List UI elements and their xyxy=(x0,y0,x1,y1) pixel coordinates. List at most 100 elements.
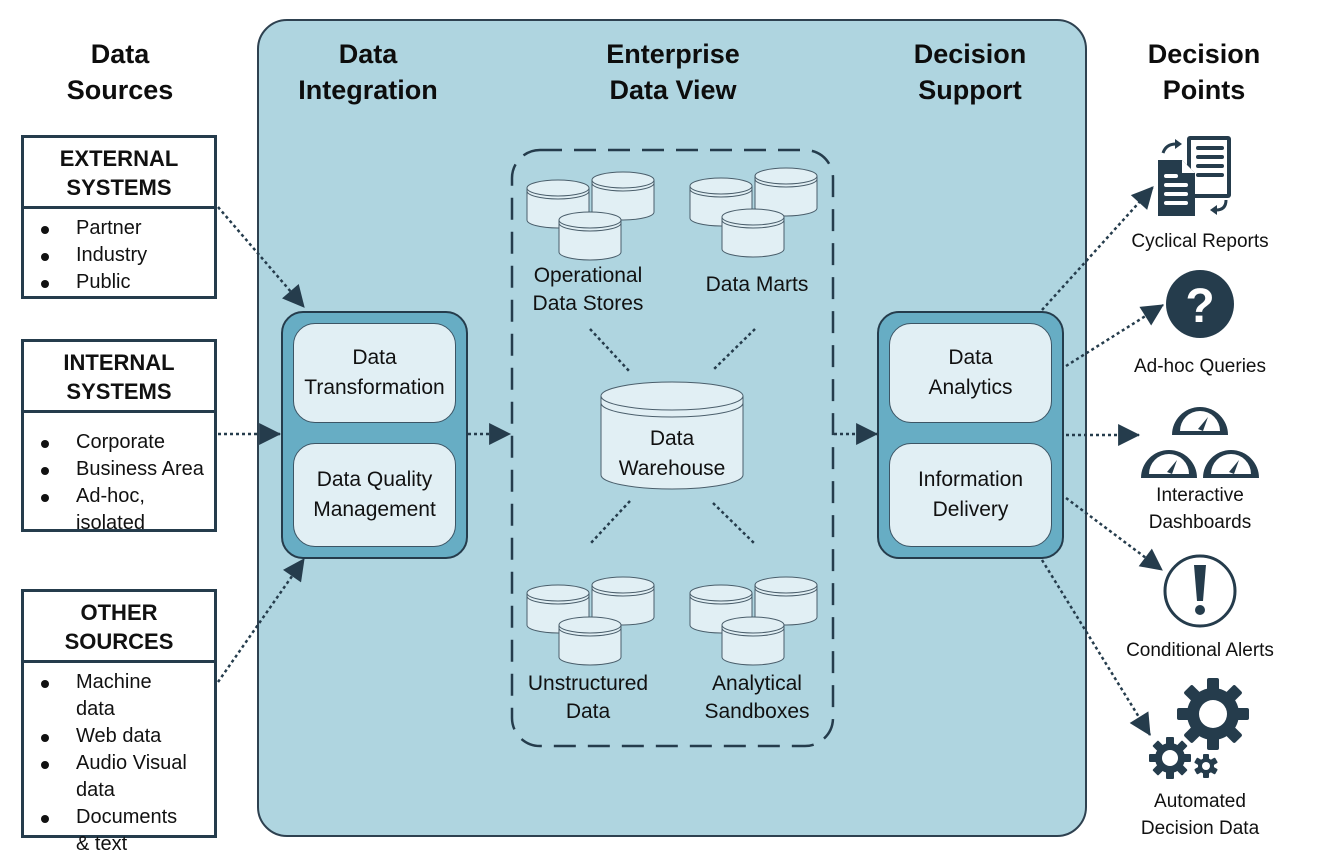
unstructured-data-cylinders xyxy=(526,576,655,666)
label-automated-decision-data: Automated Decision Data xyxy=(1110,788,1290,842)
decision-support-block: Data Analytics Information Delivery xyxy=(877,311,1064,559)
label-adhoc-queries: Ad-hoc Queries xyxy=(1110,353,1290,380)
title-line: Sources xyxy=(66,75,174,105)
block-line: Transformation xyxy=(304,376,445,399)
list-item: Audio Visual data xyxy=(24,750,194,804)
header-line: SYSTEMS xyxy=(66,379,172,404)
source-box-header: OTHER SOURCES xyxy=(24,592,214,663)
arrow-other-to-integration xyxy=(216,558,306,683)
label-line: Dashboards xyxy=(1148,512,1252,533)
block-line: Delivery xyxy=(932,498,1009,521)
label-line: Automated xyxy=(1154,791,1246,812)
block-line: Data Quality xyxy=(316,468,433,491)
svg-text:?: ? xyxy=(1185,280,1214,333)
arrow-to-alerts xyxy=(1065,497,1163,571)
label-line: Data Marts xyxy=(705,273,809,296)
dashboard-gauges-icon xyxy=(1141,407,1259,478)
block-line: Information xyxy=(917,468,1024,491)
label-interactive-dashboards: Interactive Dashboards xyxy=(1110,482,1290,536)
header-line: INTERNAL xyxy=(63,350,175,375)
cyclical-reports-icon xyxy=(1158,136,1231,216)
data-analytics-block: Data Analytics xyxy=(889,323,1052,423)
title-line: Support xyxy=(918,75,1022,105)
header-line: EXTERNAL xyxy=(59,146,179,171)
list-item: Web data xyxy=(24,723,194,750)
label-line: Sandboxes xyxy=(704,700,810,723)
title-line: Decision xyxy=(1147,39,1261,69)
label-data-warehouse: Data Warehouse xyxy=(601,424,743,484)
column-title-data-sources: Data Sources xyxy=(40,36,200,108)
data-quality-management-block: Data Quality Management xyxy=(293,443,456,547)
source-list: Corporate Business Area Ad-hoc, isolated xyxy=(24,413,214,543)
source-box-external-systems: EXTERNAL SYSTEMS Partner Industry Public xyxy=(21,135,217,299)
label-line: Conditional Alerts xyxy=(1126,640,1274,661)
header-line: SYSTEMS xyxy=(66,175,172,200)
enterprise-view-dashed-box xyxy=(510,148,835,748)
block-line: Analytics xyxy=(928,376,1013,399)
label-line: Interactive xyxy=(1156,485,1244,506)
data-warehouse-cylinder xyxy=(600,381,744,490)
label-line: Ad-hoc Queries xyxy=(1133,356,1266,377)
title-line: Data xyxy=(338,39,398,69)
title-line: Integration xyxy=(298,75,438,105)
arrow-to-cyclical-reports xyxy=(1041,186,1154,311)
list-item: Documents & text xyxy=(24,804,194,858)
title-line: Data xyxy=(90,39,150,69)
label-data-marts: Data Marts xyxy=(690,271,824,299)
list-item: Corporate xyxy=(24,429,214,456)
source-box-other-sources: OTHER SOURCES Machine data Web data Audi… xyxy=(21,589,217,855)
arrow-external-to-integration xyxy=(217,206,305,308)
block-line: Data xyxy=(948,346,993,369)
data-integration-block: Data Transformation Data Quality Managem… xyxy=(281,311,468,559)
label-conditional-alerts: Conditional Alerts xyxy=(1110,637,1290,664)
label-line: Analytical xyxy=(712,672,802,695)
label-line: Warehouse xyxy=(618,457,726,480)
label-line: Decision Data xyxy=(1140,818,1260,839)
label-analytical-sandboxes: Analytical Sandboxes xyxy=(690,670,824,726)
title-line: Data View xyxy=(609,75,737,105)
data-marts-cylinders xyxy=(689,167,818,258)
arrow-to-automated xyxy=(1040,559,1152,736)
list-item: Partner xyxy=(24,215,214,242)
column-title-data-integration: Data Integration xyxy=(288,36,448,108)
column-title-enterprise-data-view: Enterprise Data View xyxy=(583,36,763,108)
header-line: SOURCES xyxy=(64,629,174,654)
list-item: Business Area xyxy=(24,456,214,483)
header-line: OTHER xyxy=(80,600,158,625)
arrow-to-adhoc-queries xyxy=(1065,303,1164,368)
operational-data-stores-cylinders xyxy=(526,171,655,261)
label-line: Unstructured xyxy=(527,672,649,695)
source-box-header: EXTERNAL SYSTEMS xyxy=(24,138,214,209)
source-list: Machine data Web data Audio Visual data … xyxy=(24,663,214,864)
gears-icon xyxy=(1149,678,1249,779)
question-icon: ? xyxy=(1166,270,1234,338)
block-line: Management xyxy=(313,498,436,521)
list-item: Public xyxy=(24,269,214,296)
analytical-sandboxes-cylinders xyxy=(689,576,818,666)
exclamation-icon xyxy=(1163,554,1237,628)
information-delivery-block: Information Delivery xyxy=(889,443,1052,547)
label-line: Operational xyxy=(533,264,643,287)
column-title-decision-support: Decision Support xyxy=(890,36,1050,108)
title-line: Decision xyxy=(913,39,1027,69)
source-list: Partner Industry Public xyxy=(24,209,214,302)
label-line: Data Stores xyxy=(532,292,644,315)
title-line: Points xyxy=(1162,75,1246,105)
label-cyclical-reports: Cyclical Reports xyxy=(1110,228,1290,255)
label-operational-data-stores: Operational Data Stores xyxy=(520,262,656,318)
label-line: Data xyxy=(649,427,695,450)
list-item: Machine data xyxy=(24,669,194,723)
source-arrows xyxy=(216,186,1164,736)
title-line: Enterprise xyxy=(606,39,740,69)
block-line: Data xyxy=(352,346,397,369)
column-title-decision-points: Decision Points xyxy=(1124,36,1284,108)
source-box-header: INTERNAL SYSTEMS xyxy=(24,342,214,413)
label-line: Cyclical Reports xyxy=(1131,231,1269,252)
data-transformation-block: Data Transformation xyxy=(293,323,456,423)
list-item: Ad-hoc, isolated xyxy=(24,483,214,537)
list-item: Industry xyxy=(24,242,214,269)
source-box-internal-systems: INTERNAL SYSTEMS Corporate Business Area… xyxy=(21,339,217,534)
label-unstructured-data: Unstructured Data xyxy=(520,670,656,726)
label-line: Data xyxy=(565,700,611,723)
